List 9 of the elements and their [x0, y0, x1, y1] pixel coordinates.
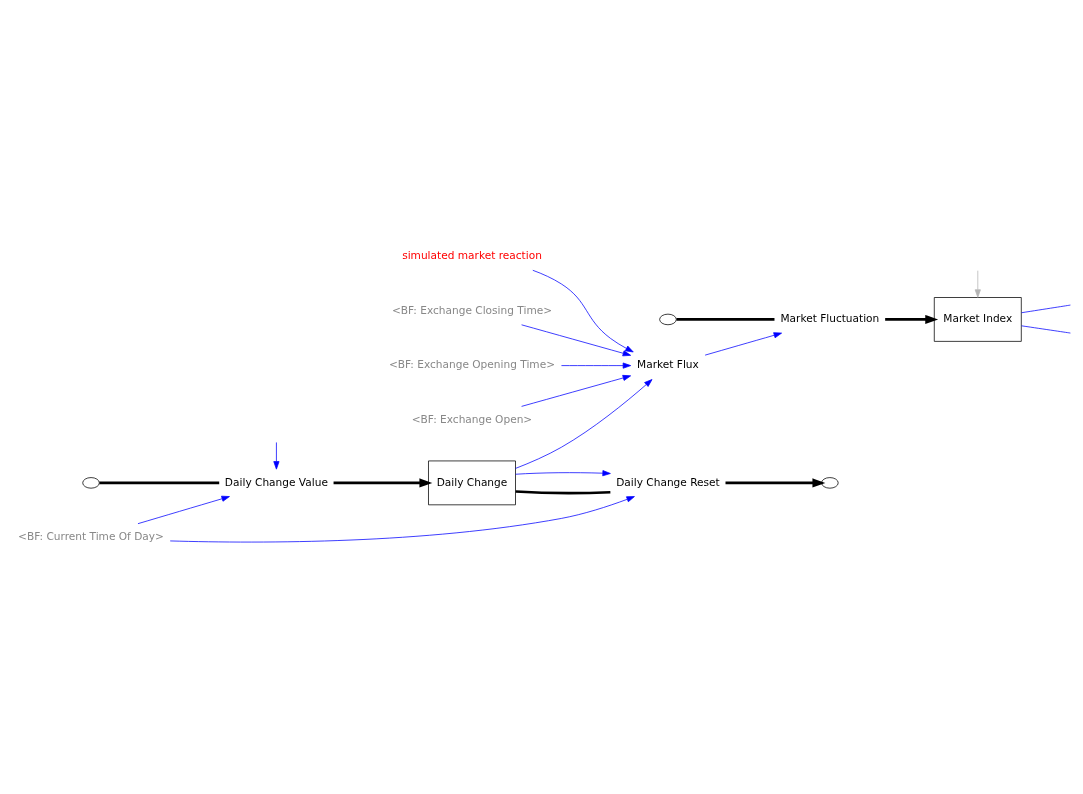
node-text: Daily Change Value: [224, 475, 328, 488]
node-text: <BF: Exchange Opening Time>: [388, 358, 556, 371]
node-text: simulated market reaction: [402, 249, 542, 262]
node-text: <BF: Current Time Of Day>: [18, 530, 164, 543]
node-text: Market Fluctuation: [780, 312, 880, 325]
node-text: Daily Change Reset: [616, 475, 720, 488]
node-text: <BF: Exchange Open>: [411, 412, 533, 425]
node-text: <BF: Exchange Closing Time>: [391, 303, 553, 316]
node-text: Market Flux: [637, 358, 699, 371]
